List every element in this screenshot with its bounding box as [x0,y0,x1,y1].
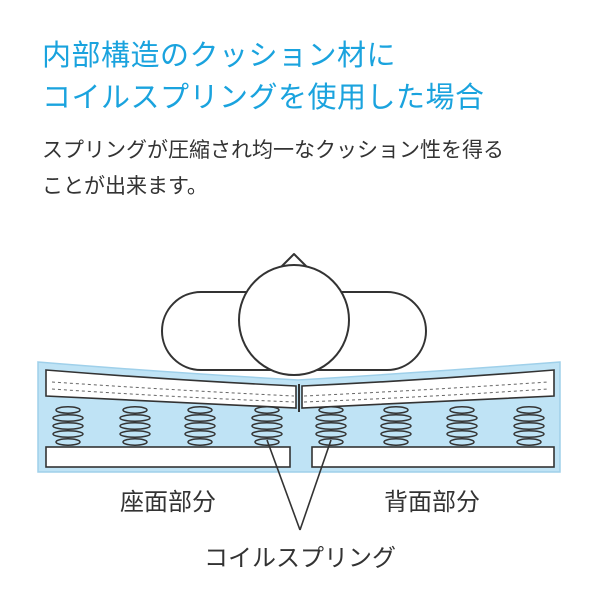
coil-springs [52,406,545,446]
coil-spring [251,406,283,446]
description: スプリングが圧縮され均一なクッション性を得る ことが出来ます。 [42,132,504,204]
person-head [238,264,350,376]
seat-foam-layer [45,369,297,409]
coil-spring-label: コイルスプリング [204,544,396,572]
description-line-2: ことが出来ます。 [42,174,208,198]
page-title: 内部構造のクッション材に コイルスプリングを使用した場合 [42,34,485,118]
back-base-board [311,446,555,468]
seat-label: 座面部分 [120,488,216,516]
coil-spring [52,406,84,446]
coil-spring [119,406,151,446]
coil-spring [513,406,545,446]
coil-spring [184,406,216,446]
title-line-1: 内部構造のクッション材に [42,38,397,72]
coil-spring [380,406,412,446]
title-line-2: コイルスプリングを使用した場合 [42,80,485,114]
coil-spring [315,406,347,446]
back-label: 背面部分 [384,488,480,516]
seat-base-board [45,446,291,468]
description-line-1: スプリングが圧縮され均一なクッション性を得る [42,138,504,162]
coil-spring [446,406,478,446]
back-foam-layer [301,369,555,409]
